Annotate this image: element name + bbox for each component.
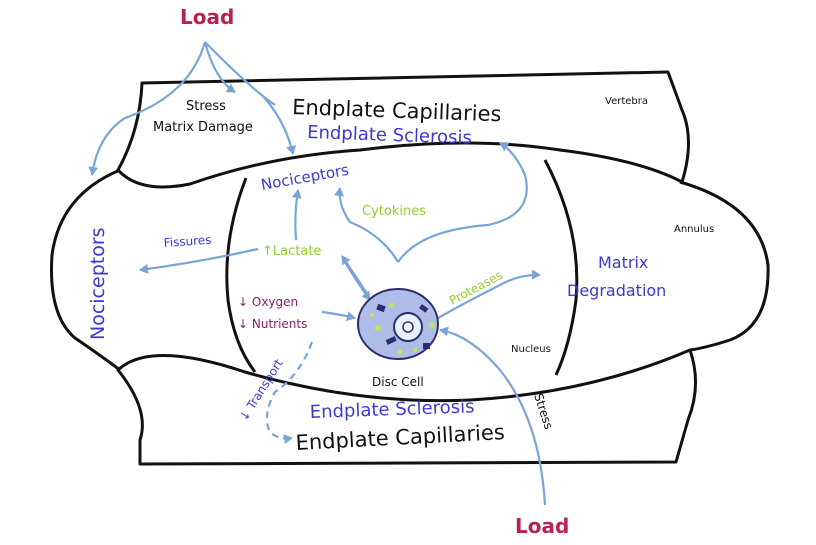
load-label-top: Load bbox=[180, 5, 234, 29]
arrow-nutrients-to-cell bbox=[321, 310, 356, 322]
lower-vertebra-outline bbox=[116, 348, 698, 466]
endplate-capillaries-bottom-label: Endplate Capillaries bbox=[295, 420, 505, 455]
arrow-load-split-right bbox=[204, 41, 276, 106]
nutrients-label: ↓ Nutrients bbox=[238, 317, 307, 331]
stress-label-top: Stress bbox=[186, 99, 226, 114]
arrows bbox=[88, 41, 547, 506]
transport-label: ↓ Transport bbox=[237, 356, 286, 423]
arrow-load-to-stress bbox=[203, 41, 236, 93]
load-label-bottom: Load bbox=[515, 514, 569, 538]
arrow-matrix-damage-to-nociceptors bbox=[261, 94, 297, 155]
matrix-damage-label: Matrix Damage bbox=[153, 120, 253, 135]
cytokines-label: Cytokines bbox=[362, 204, 426, 219]
arrow-lactate-to-fissures bbox=[139, 247, 259, 274]
oxygen-label: ↓ Oxygen bbox=[238, 295, 298, 309]
arrow-load-to-side-nociceptors bbox=[88, 41, 207, 176]
fissures-label: Fissures bbox=[163, 233, 212, 250]
arrow-transport-dashed bbox=[265, 341, 314, 445]
stress-label-bottom: Stress bbox=[531, 392, 556, 431]
nucleus-right-boundary bbox=[543, 159, 579, 376]
annulus-outline bbox=[50, 168, 121, 372]
arrow-lactate-to-cell bbox=[344, 261, 371, 301]
nociceptors-inner-label: Nociceptors bbox=[260, 161, 351, 194]
nociceptors-side-label: Nociceptors bbox=[87, 227, 109, 340]
nucleus-label: Nucleus bbox=[511, 344, 551, 355]
matrix-label: Matrix bbox=[598, 253, 648, 272]
annulus-label: Annulus bbox=[674, 224, 714, 235]
disc-cell bbox=[357, 288, 439, 360]
arrow-cytokines-right bbox=[397, 142, 528, 263]
annulus-outline-right bbox=[679, 180, 770, 352]
arrow-load-bottom-to-cell bbox=[439, 326, 547, 506]
arrow-lactate-to-nociceptors bbox=[291, 189, 302, 241]
vertebra-label: Vertebra bbox=[605, 96, 648, 107]
endplate-sclerosis-bottom-label: Endplate Sclerosis bbox=[309, 396, 474, 423]
endplate-sclerosis-top-label: Endplate Sclerosis bbox=[307, 122, 472, 149]
nucleus-left-boundary bbox=[225, 177, 257, 373]
arrow-cell-proteases bbox=[437, 269, 541, 319]
arrow-cytokines-left bbox=[334, 187, 399, 263]
disc-cell-label: Disc Cell bbox=[372, 375, 424, 389]
lactate-label: ↑Lactate bbox=[262, 244, 321, 259]
degradation-label: Degradation bbox=[567, 281, 666, 300]
